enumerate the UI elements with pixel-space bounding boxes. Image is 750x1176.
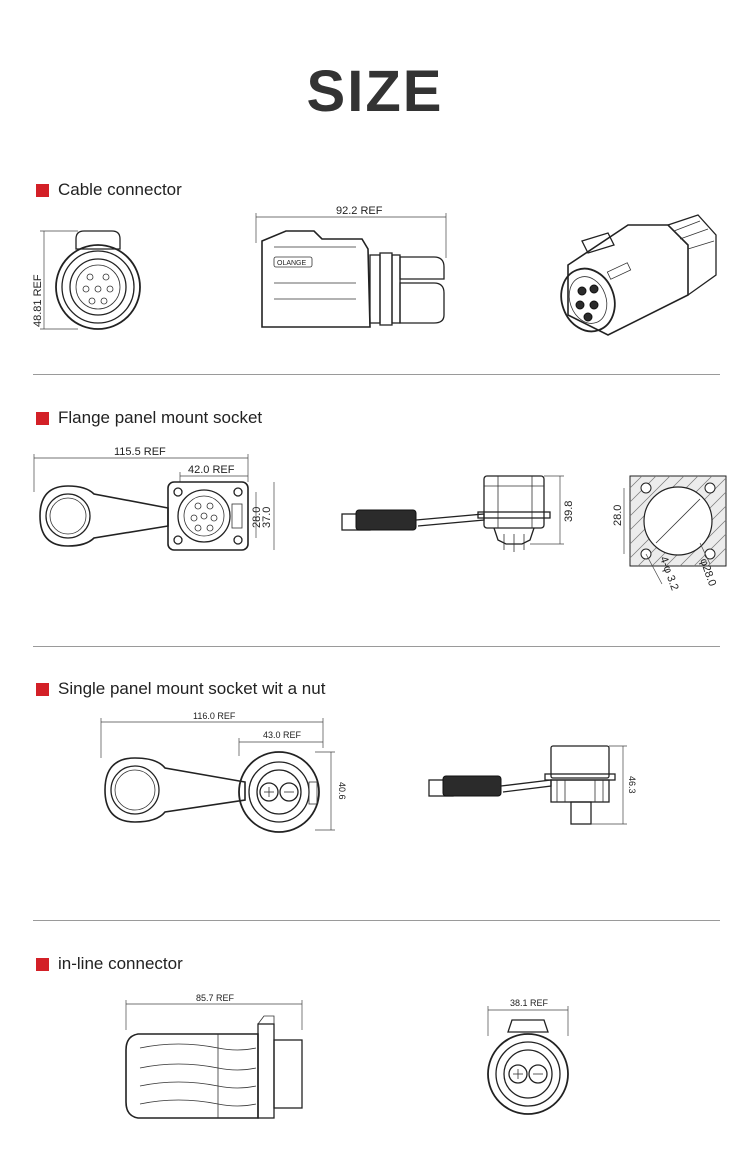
dim-height-label: 48.81 REF — [32, 274, 44, 327]
section-label: Single panel mount socket wit a nut — [58, 679, 326, 698]
dimension-cut-square: 28.0 — [612, 488, 625, 554]
dimension-side-height: 46.3 — [591, 745, 637, 825]
dim-overall-label: 116.0 REF — [193, 711, 236, 721]
section-divider — [33, 920, 720, 921]
dimension-overall: 116.0 REF — [100, 711, 324, 758]
dimension-overall: 115.5 REF — [33, 446, 249, 492]
page-title: SIZE — [306, 59, 444, 124]
dimension-face: 43.0 REF — [238, 730, 323, 756]
dimension-height: 48.81 REF — [32, 230, 78, 330]
section-header-cable-connector: Cable connector — [36, 180, 182, 200]
dim-outer-label: 37.0 — [261, 507, 273, 528]
dim-inner-label: 28.0 — [251, 507, 263, 528]
dim-length-label: 85.7 REF — [196, 993, 235, 1003]
logo-text: OLANGE — [277, 260, 307, 267]
section-header-single-panel-mount: Single panel mount socket wit a nut — [36, 679, 325, 699]
section-divider — [33, 646, 720, 647]
section-bullet — [36, 957, 49, 971]
dimension-side-height: 39.8 — [530, 475, 575, 545]
dimension-width: 38.1 REF — [487, 998, 569, 1036]
dimension-inner: 28.0 — [251, 492, 263, 538]
section-label: in-line connector — [58, 954, 183, 973]
nut-socket-front-view: 116.0 REF 43.0 REF 40.6 — [100, 711, 347, 833]
section-header-flange-panel-mount: Flange panel mount socket — [36, 408, 262, 428]
flange-socket-front-view: 115.5 REF 42.0 REF 28.0 37.0 — [33, 446, 275, 551]
nut-socket-side-view: 46.3 — [428, 745, 637, 825]
dimension-flange: 42.0 REF — [179, 464, 248, 482]
dim-cut-square-label: 28.0 — [612, 505, 624, 526]
dim-length-label: 92.2 REF — [336, 205, 383, 217]
dim-flange-label: 42.0 REF — [188, 464, 235, 476]
inline-connector-front-view: 38.1 REF — [487, 998, 569, 1115]
section-header-inline-connector: in-line connector — [36, 954, 183, 974]
inline-connector-side-view: 85.7 REF — [125, 993, 303, 1119]
cable-connector-front-view: 48.81 REF — [32, 230, 141, 330]
section-divider — [33, 374, 720, 375]
dimension-outer: 37.0 — [261, 482, 275, 550]
cable-connector-side-view: 92.2 REF OLANGE — [255, 205, 447, 328]
flange-socket-side-view: 39.8 — [341, 475, 575, 552]
dimension-length: 85.7 REF — [125, 993, 303, 1030]
section-bullet — [36, 682, 49, 696]
dimension-height: 40.6 — [315, 751, 347, 831]
section-bullet — [36, 411, 49, 425]
dim-height-label: 40.6 — [337, 782, 347, 800]
dim-side-height-label: 46.3 — [627, 776, 637, 794]
flange-panel-cutout: 28.0 4-φ 3.2 φ28.0 — [612, 475, 727, 592]
dim-width-label: 38.1 REF — [510, 998, 549, 1008]
dimension-length: 92.2 REF — [255, 205, 447, 258]
section-bullet — [36, 183, 49, 197]
section-label: Cable connector — [58, 180, 182, 199]
section-label: Flange panel mount socket — [58, 408, 263, 427]
cable-connector-3d-view — [560, 214, 717, 336]
dim-overall-label: 115.5 REF — [114, 446, 166, 458]
dim-side-height-label: 39.8 — [563, 501, 575, 522]
dim-face-label: 43.0 REF — [263, 730, 302, 740]
